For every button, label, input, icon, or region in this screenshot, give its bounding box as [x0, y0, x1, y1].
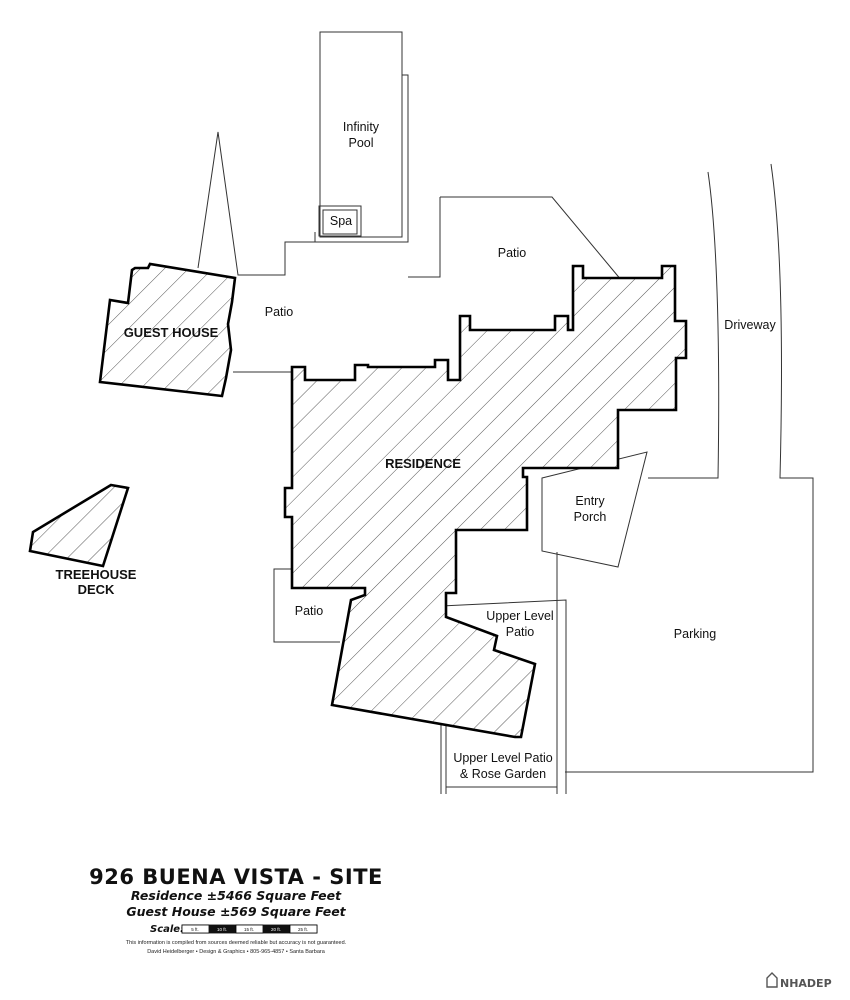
- upper-level-patio-label-line1: Upper Level: [486, 609, 553, 623]
- treehouse-deck-label-line2: DECK: [78, 582, 115, 597]
- scale-label: Scale:: [150, 924, 184, 935]
- infinity-pool-label-line1: Infinity: [343, 120, 380, 134]
- treehouse-deck: [28, 483, 130, 568]
- driveway-right-edge: [565, 163, 814, 773]
- patio-lower-outline: [273, 568, 340, 643]
- treehouse-deck-label-line1: TREEHOUSE: [56, 567, 137, 582]
- site-title: 926 BUENA VISTA - SITE: [89, 865, 383, 889]
- watermark: NHADEP: [766, 972, 832, 990]
- upper-level-patio-label-line2: Patio: [506, 625, 535, 639]
- residence-square-feet: Residence ±5466 Square Feet: [131, 888, 342, 903]
- scale-tick-5: 5 ft.: [191, 927, 199, 932]
- scale-tick-25: 25 ft.: [298, 927, 308, 932]
- guest-house-square-feet: Guest House ±569 Square Feet: [126, 904, 346, 919]
- scale-bar: 5 ft. 10 ft. 15 ft. 20 ft. 25 ft.: [181, 924, 318, 934]
- patio-top-label: Patio: [498, 246, 527, 260]
- patio-top-outline: [197, 131, 408, 276]
- driveway-label: Driveway: [724, 318, 776, 332]
- entry-porch-label-line1: Entry: [575, 494, 605, 508]
- spa-label: Spa: [330, 214, 352, 228]
- guest-house-label: GUEST HOUSE: [124, 325, 219, 340]
- patio-lower-label: Patio: [295, 604, 324, 618]
- title-block: 926 BUENA VISTA - SITE Residence ±5466 S…: [89, 865, 383, 955]
- credit-text: David Heidelberger • Design & Graphics •…: [147, 949, 326, 955]
- parking-label: Parking: [674, 627, 716, 641]
- watermark-text: NHADEP: [780, 977, 832, 990]
- scale-tick-20: 20 ft.: [271, 927, 281, 932]
- scale-tick-10: 10 ft.: [217, 927, 227, 932]
- upper-level-patio-outline: [440, 599, 567, 794]
- infinity-pool-label-line2: Pool: [348, 136, 373, 150]
- patio-left-label: Patio: [265, 305, 294, 319]
- house-icon: [766, 972, 778, 988]
- spa: [318, 205, 362, 237]
- residence-label: RESIDENCE: [385, 456, 461, 471]
- scale-tick-15: 15 ft.: [244, 927, 254, 932]
- driveway-left-edge: [648, 171, 720, 479]
- rose-garden-label-line2: & Rose Garden: [460, 767, 546, 781]
- guest-house-building: [98, 262, 237, 398]
- residence-building: [283, 264, 688, 739]
- rose-garden-label-line1: Upper Level Patio: [453, 751, 552, 765]
- entry-porch-label-line2: Porch: [574, 510, 607, 524]
- patio-right-outline: [408, 196, 623, 282]
- disclaimer-text: This information is compiled from source…: [126, 940, 347, 946]
